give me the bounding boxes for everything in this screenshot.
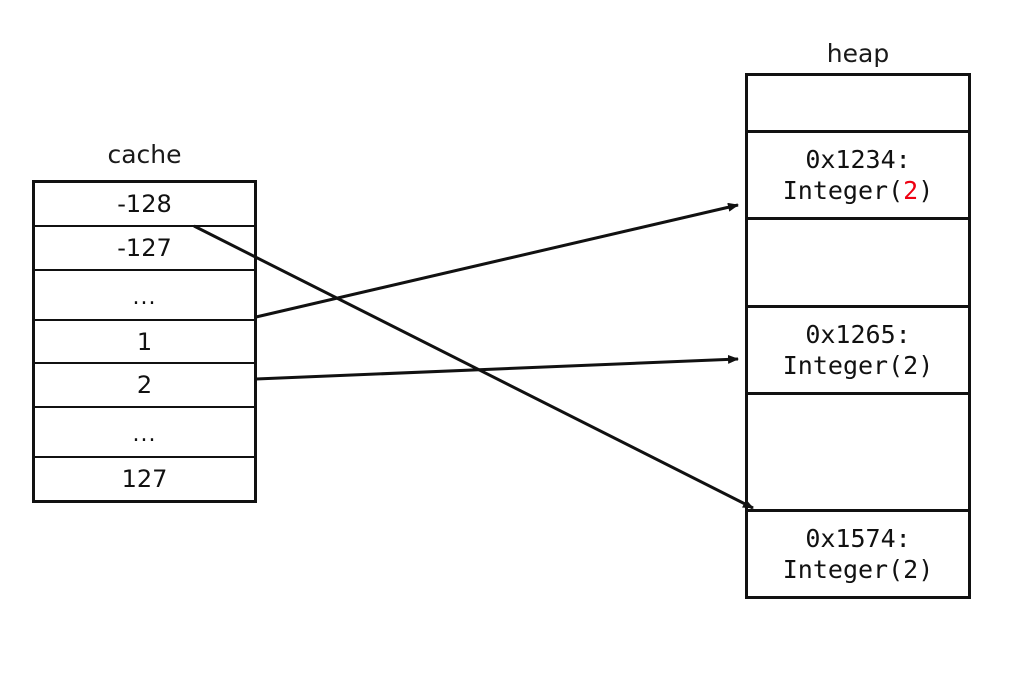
heap-object-suffix: ) [918,176,934,205]
cache-cell-value: 1 [136,327,153,356]
heap-table: 0x1234: Integer(2) 0x1265: Integer(2) 0x… [745,73,971,599]
arrow-cache-1-to-heap-0x1234 [255,202,739,319]
cache-row-0[interactable]: -128 [35,183,254,227]
cache-table: -128 -127 ... 1 2 ... 127 [32,180,257,503]
cache-row-5[interactable]: ... [35,408,254,459]
cache-cell-value: ... [132,422,157,448]
cache-row-1[interactable]: -127 [35,227,254,271]
cache-cell-value: -128 [117,189,172,218]
heap-cell-object: Integer(2) [783,175,934,206]
cache-row-2[interactable]: ... [35,271,254,321]
heap-cell-empty-2[interactable] [748,395,968,512]
heap-box-label: heap [826,39,890,68]
cache-box-label: cache [107,140,182,169]
cache-cell-value: 2 [136,371,153,400]
heap-cell-address: 0x1265: [805,319,911,349]
heap-cell-address: 0x1234: [805,144,911,174]
cache-row-4[interactable]: 2 [35,364,254,409]
cache-cell-value: ... [132,284,157,310]
cache-cell-value: 127 [121,465,168,494]
cache-cell-value: -127 [117,233,172,262]
arrow-cache-2-to-heap-0x1265 [255,354,739,381]
heap-cell-0x1265[interactable]: 0x1265: Integer(2) [748,308,968,395]
heap-cell-address: 0x1574: [805,523,911,553]
heap-cell-empty-1[interactable] [748,220,968,308]
heap-cell-empty-0[interactable] [748,76,968,133]
heap-object-prefix: Integer( [782,176,904,205]
heap-cell-object: Integer(2) [782,351,934,380]
heap-cell-object: Integer(2) [782,555,934,584]
heap-cell-0x1234[interactable]: 0x1234: Integer(2) [748,133,968,220]
heap-object-highlight-value: 2 [903,176,919,205]
heap-cell-0x1574[interactable]: 0x1574: Integer(2) [748,512,968,596]
cache-row-3[interactable]: 1 [35,321,254,365]
arrow-cache-127-to-heap-0x1574 [193,224,754,510]
cache-row-6[interactable]: 127 [35,458,254,500]
